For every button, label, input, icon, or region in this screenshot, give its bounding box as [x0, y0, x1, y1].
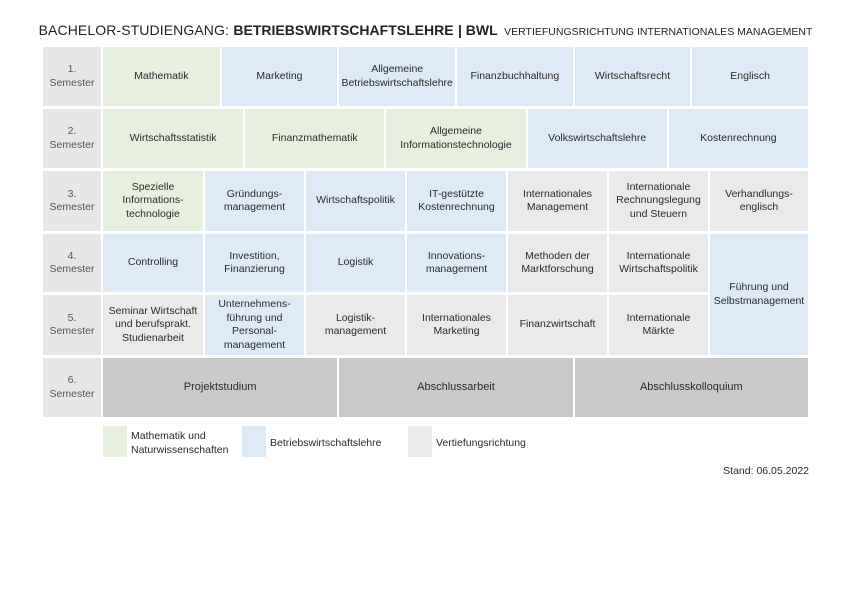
module-cell: Logistik-management	[306, 295, 405, 355]
module-cell: Marketing	[221, 47, 338, 106]
semester-label: 5. Semester	[43, 295, 101, 355]
module-cell: Volkswirtschaftslehre	[527, 109, 667, 168]
semester-label: 1. Semester	[43, 47, 101, 106]
module-cell: Abschlussarbeit	[339, 358, 573, 417]
module-cell: Finanzbuchhaltung	[457, 47, 573, 106]
module-cell: Internationales Marketing	[407, 295, 506, 355]
semester-label: 6. Semester	[43, 358, 101, 417]
title-code: | BWL	[458, 22, 498, 38]
semester-label: 3. Semester	[43, 171, 101, 231]
semester-label: 2. Semester	[43, 109, 101, 168]
module-cell: Internationale Märkte	[609, 295, 708, 355]
module-cell: Logistik	[306, 234, 405, 292]
semester-label: 4. Semester	[43, 234, 101, 292]
module-cell: Gründungs-management	[205, 171, 304, 231]
page-title: BACHELOR-STUDIENGANG: BETRIEBSWIRTSCHAFT…	[0, 22, 851, 40]
module-cell: Internationales Management	[508, 171, 607, 231]
module-cell: Wirtschaftspolitik	[306, 171, 405, 231]
module-cell: Allgemeine Betriebswirtschaftslehre	[339, 47, 455, 106]
module-cell: IT-gestützte Kostenrechnung	[407, 171, 506, 231]
module-cell: Projektstudium	[103, 358, 338, 417]
title-prefix: BACHELOR-STUDIENGANG:	[38, 22, 229, 38]
module-cell: Wirtschaftsstatistik	[103, 109, 244, 168]
module-cell: Internationale Wirtschaftspolitik	[609, 234, 708, 292]
module-cell: Internationale Rechnungslegung und Steue…	[609, 171, 708, 231]
module-cell: Spezielle Informations-technologie	[103, 171, 203, 231]
title-program: BETRIEBSWIRTSCHAFTSLEHRE	[233, 22, 454, 38]
legend-label: Vertiefungsrichtung	[436, 437, 526, 449]
module-cell: Finanzwirtschaft	[508, 295, 607, 355]
legend-swatch	[408, 426, 432, 457]
module-cell: Englisch	[692, 47, 808, 106]
module-cell: Abschlusskolloquium	[574, 358, 808, 417]
module-cell: Führung und Selbstmanagement	[710, 234, 808, 355]
stand-date: Stand: 06.05.2022	[723, 465, 809, 477]
module-cell: Finanzmathematik	[245, 109, 385, 168]
module-cell: Investition, Finanzierung	[205, 234, 304, 292]
module-cell: Controlling	[103, 234, 203, 292]
module-cell: Kostenrechnung	[668, 109, 808, 168]
module-cell: Innovations-management	[407, 234, 506, 292]
module-cell: Unternehmens-führung und Personal-manage…	[205, 295, 304, 355]
title-specialization: VERTIEFUNGSRICHTUNG INTERNATIONALES MANA…	[504, 26, 813, 38]
module-cell: Allgemeine Informationstechnologie	[386, 109, 526, 168]
legend-swatch	[103, 426, 127, 457]
module-cell: Seminar Wirtschaft und berufsprakt. Stud…	[103, 295, 203, 355]
legend-swatch	[242, 426, 266, 457]
module-cell: Verhandlungs-englisch	[710, 171, 808, 231]
legend-label: Mathematik und Naturwissenschaften	[131, 430, 229, 456]
module-cell: Mathematik	[103, 47, 220, 106]
legend-label: Betriebswirtschaftslehre	[270, 437, 382, 449]
module-cell: Methoden der Marktforschung	[508, 234, 607, 292]
module-cell: Wirtschaftsrecht	[574, 47, 691, 106]
